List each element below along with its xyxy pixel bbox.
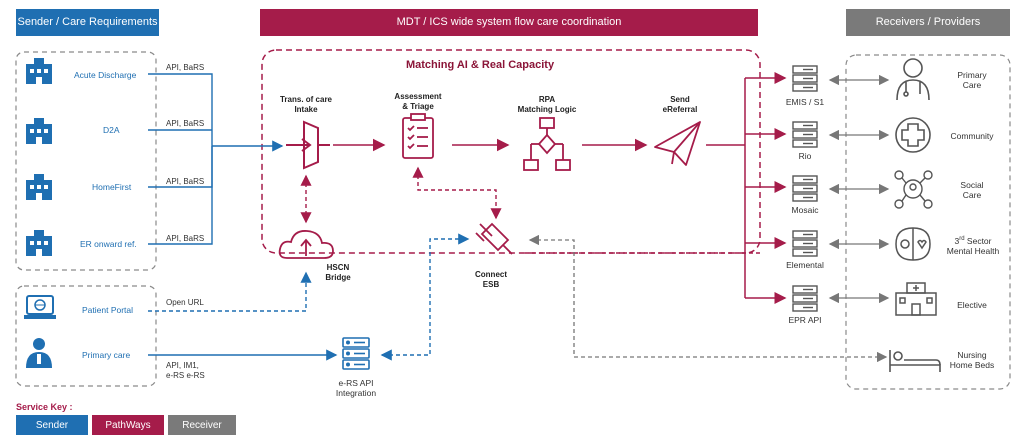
server-icon (342, 337, 370, 370)
sender-label-homefirst: HomeFirst (92, 182, 132, 192)
portal-link (148, 271, 312, 312)
receiver-mental-health: 3rd Sector Mental Health (946, 235, 1000, 256)
sender-label-er: ER onward ref. (80, 239, 137, 249)
sender-lines (148, 73, 338, 361)
server-icon (792, 230, 818, 257)
hospital-icon (26, 174, 52, 200)
api-label: API, BaRS (166, 234, 205, 243)
hospital-icon (26, 58, 52, 84)
sender-label-acute: Acute Discharge (74, 70, 137, 80)
system-label: EPR API (788, 315, 822, 325)
assessment-label: Assessment& Triage (394, 92, 442, 111)
receiver-elective: Elective (957, 300, 987, 310)
receiver-arrows (828, 74, 890, 304)
matching-title: Matching AI & Real Capacity (405, 59, 555, 71)
receiver-community: Community (950, 131, 994, 141)
server-icon (792, 65, 818, 92)
server-icon (792, 175, 818, 202)
brain-icon (895, 227, 931, 261)
portal-label: Patient Portal (82, 305, 134, 315)
doctor-icon (26, 338, 52, 368)
laptop-icon (24, 295, 56, 319)
dashed-grey-links (528, 234, 888, 363)
sender-group-box (15, 51, 157, 271)
system-label: Rio (798, 151, 812, 161)
send-lines (706, 72, 787, 304)
system-label: Mosaic (791, 205, 819, 215)
primary-conn-line2: e-RS e-RS (166, 371, 205, 380)
plug-icon (475, 222, 513, 255)
network-people-icon (894, 170, 933, 209)
sender-label-d2a: D2A (103, 125, 120, 135)
medical-cross-icon (895, 117, 931, 153)
doctor-icon (896, 58, 930, 101)
api-label: API, BaRS (166, 63, 205, 72)
hospital-icon (26, 230, 52, 256)
dashed-blue-links (380, 233, 470, 361)
api-label: API, BaRS (166, 177, 205, 186)
system-label: Elemental (786, 260, 824, 270)
service-key-title: Service Key : (16, 402, 73, 412)
system-label: EMIS / S1 (785, 97, 825, 107)
hospital-icon (26, 118, 52, 144)
hospital-building-icon (895, 282, 937, 316)
key-receiver: Receiver (168, 415, 236, 435)
key-pathways: PathWays (92, 415, 164, 435)
flowchart-icon (523, 117, 571, 171)
intake-icon (286, 120, 330, 170)
bed-icon (889, 350, 941, 372)
checklist-icon (402, 113, 434, 159)
sender-header: Sender / Care Requirements (16, 9, 159, 36)
key-sender: Sender (16, 415, 88, 435)
cloud-icon (278, 230, 334, 259)
server-icon (792, 121, 818, 148)
server-icon (792, 285, 818, 312)
receiver-group-box (845, 54, 1011, 390)
api-label: API, BaRS (166, 119, 205, 128)
matching-box (261, 49, 761, 254)
receiver-header: Receivers / Providers (846, 9, 1010, 36)
open-url-label: Open URL (166, 298, 204, 307)
primary-conn-line1: API, IM1, (166, 361, 199, 370)
center-header: MDT / ICS wide system flow care coordina… (260, 9, 758, 36)
primary-care-sender-label: Primary care (82, 350, 131, 360)
paper-plane-icon (654, 121, 701, 166)
